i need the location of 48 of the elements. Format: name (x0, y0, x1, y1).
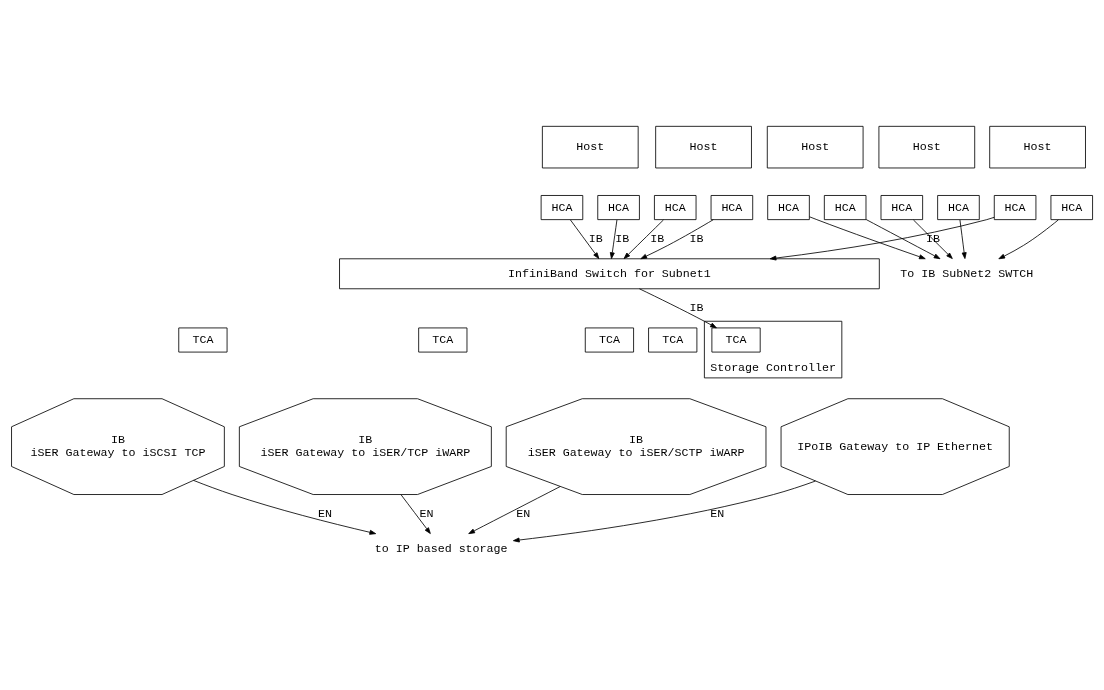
arrow (623, 219, 664, 259)
node-box: TCA (711, 327, 761, 353)
node-text: To IB SubNet2 SWTCH (900, 266, 1034, 281)
node-box: TCA (178, 327, 228, 353)
arrow (865, 219, 941, 260)
edge-label: EN (419, 507, 434, 522)
arrow (193, 479, 377, 535)
node-box: HCA (993, 195, 1037, 221)
edge-label: IB (588, 232, 603, 247)
node-box: HCA (823, 195, 867, 221)
edge-label: IB (615, 232, 630, 247)
arrow (468, 486, 561, 535)
node-box: HCA (937, 195, 980, 221)
arrow (640, 219, 714, 260)
node-box: HCA (710, 195, 754, 221)
edge-label: IB (689, 232, 704, 247)
edge-label: EN (516, 507, 531, 522)
arrow (638, 288, 717, 329)
node-box: TCA (418, 327, 468, 353)
node-box: HCA (597, 195, 640, 221)
arrow (400, 494, 431, 534)
arrow (913, 219, 953, 259)
arrow (512, 480, 816, 543)
node-box: TCA (584, 327, 634, 353)
arrow (959, 219, 967, 259)
edge-label: EN (317, 507, 332, 522)
edge-label: IB (689, 301, 704, 316)
node-box: Host (541, 125, 639, 169)
arrow (570, 219, 600, 259)
node-box: Host (989, 125, 1086, 169)
arrow (809, 216, 926, 260)
edge-label: IB (926, 232, 941, 247)
node-box: HCA (767, 195, 810, 221)
arrow (609, 219, 618, 259)
edge-label: EN (710, 507, 725, 522)
node-box: Host (655, 125, 752, 169)
node-box: Host (878, 125, 976, 169)
node-box: HCA (880, 195, 924, 221)
edge-label: IB (650, 232, 665, 247)
node-box: HCA (1050, 195, 1093, 221)
arrow (769, 216, 995, 261)
node-text: to IP based storage (374, 541, 508, 556)
node-box: TCA (648, 327, 698, 353)
node-box: HCA (654, 195, 697, 221)
node-box: InfiniBand Switch for Subnet1 (339, 258, 880, 290)
node-box: HCA (540, 195, 584, 221)
arrow (998, 219, 1059, 260)
node-box: Host (766, 125, 864, 169)
